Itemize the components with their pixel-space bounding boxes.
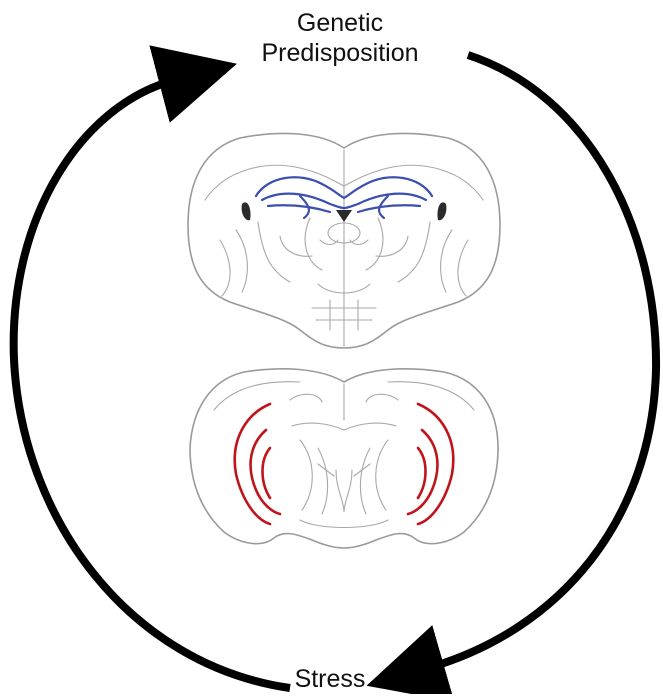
ventricle-center-upper — [336, 210, 352, 222]
brain-section-dorsal-hippocampus — [188, 133, 500, 348]
label-line-genetic: Genetic — [200, 8, 480, 38]
cycle-arrow-right — [428, 55, 656, 668]
stress-label: Stress — [250, 664, 410, 694]
label-line-predisposition: Predisposition — [200, 38, 480, 68]
cycle-arrow-left — [14, 80, 290, 688]
hippocampus-highlight-red-right — [408, 404, 453, 524]
ventricle-left-upper — [242, 202, 251, 220]
brain-section-ventral-hippocampus — [190, 369, 498, 548]
genetic-predisposition-label: Genetic Predisposition — [200, 8, 480, 68]
hippocampus-highlight-red-left — [235, 404, 280, 524]
ventricle-right-upper — [437, 202, 446, 220]
